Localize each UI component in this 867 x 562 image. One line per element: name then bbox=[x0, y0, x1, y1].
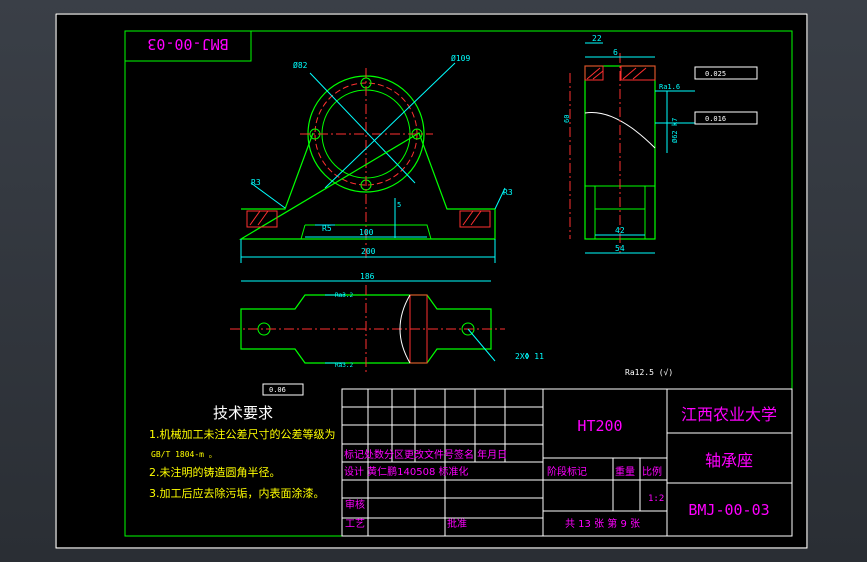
drawing-sheet: BMJ-00-03 Ø82 Ø109 R3 R3 R5 100 bbox=[55, 13, 808, 549]
revision-header: 标记处数分区更改文件号签名 年月日 bbox=[344, 448, 507, 461]
front-view bbox=[238, 62, 506, 263]
drawing-canvas: BMJ-00-03 Ø82 Ø109 R3 R3 R5 100 bbox=[55, 13, 808, 549]
process-label: 工艺 bbox=[345, 518, 365, 530]
dim-42: 42 bbox=[615, 226, 625, 235]
tech-item-3: 3.加工后应去除污垢，内表面涂漆。 bbox=[149, 486, 325, 500]
scale-value: 1:2 bbox=[648, 494, 664, 504]
surface-general: Ra12.5 (√) bbox=[625, 368, 673, 377]
dim-60: 60 bbox=[563, 115, 571, 123]
tech-title: 技术要求 bbox=[213, 404, 273, 422]
review-label: 审核 bbox=[345, 498, 365, 511]
sheet-count: 共 13 张 第 9 张 bbox=[565, 517, 640, 530]
dim-r5: R5 bbox=[322, 224, 332, 233]
tech-item-1: 1.机械加工未注公差尺寸的公差等级为 bbox=[149, 427, 336, 441]
gtol-2: 0.016 bbox=[705, 115, 726, 123]
flatness: 0.06 bbox=[269, 386, 286, 394]
code-box bbox=[124, 30, 252, 62]
dim-r3-right: R3 bbox=[503, 188, 513, 197]
dim-22: 22 bbox=[592, 34, 602, 43]
ra32-b: Ra3.2 bbox=[335, 362, 353, 369]
outer-border bbox=[55, 13, 808, 549]
side-tolerance: Ø62 k7 bbox=[671, 118, 679, 143]
dim-6: 6 bbox=[613, 48, 618, 57]
dim-200: 200 bbox=[361, 247, 376, 256]
title-block bbox=[341, 388, 793, 537]
dim-holes: 2XΦ 11 bbox=[515, 352, 544, 361]
approve-label: 批准 bbox=[447, 517, 467, 530]
dim-d109: Ø109 bbox=[451, 53, 470, 63]
tech-item-1b: GB/T 1804-m 。 bbox=[151, 450, 217, 459]
dim-5: 5 bbox=[397, 201, 401, 209]
tech-item-2: 2.未注明的铸造圆角半径。 bbox=[149, 465, 281, 479]
side-view bbox=[569, 42, 758, 254]
school-name: 江西农业大学 bbox=[681, 405, 777, 424]
part-name: 轴承座 bbox=[705, 451, 753, 470]
ra32-a: Ra3.2 bbox=[335, 292, 353, 299]
ra16: Ra1.6 bbox=[659, 83, 680, 91]
dim-r3-left: R3 bbox=[251, 178, 261, 187]
material: HT200 bbox=[577, 417, 622, 435]
design-row: 设计 黄仁鹏140508 标准化 bbox=[344, 465, 469, 478]
gtol-1: 0.025 bbox=[705, 70, 726, 78]
scale-label: 比例 bbox=[642, 465, 662, 478]
drawing-number: BMJ-00-03 bbox=[688, 501, 769, 519]
top-view bbox=[230, 280, 505, 375]
dim-186: 186 bbox=[360, 272, 375, 281]
mirrored-drawing-code: BMJ-00-03 bbox=[147, 35, 228, 53]
stage-label: 阶段标记 bbox=[547, 465, 587, 478]
dim-54: 54 bbox=[615, 244, 625, 253]
weight-label: 重量 bbox=[615, 465, 635, 478]
dim-d82: Ø82 bbox=[293, 60, 308, 70]
dim-100: 100 bbox=[359, 228, 374, 237]
